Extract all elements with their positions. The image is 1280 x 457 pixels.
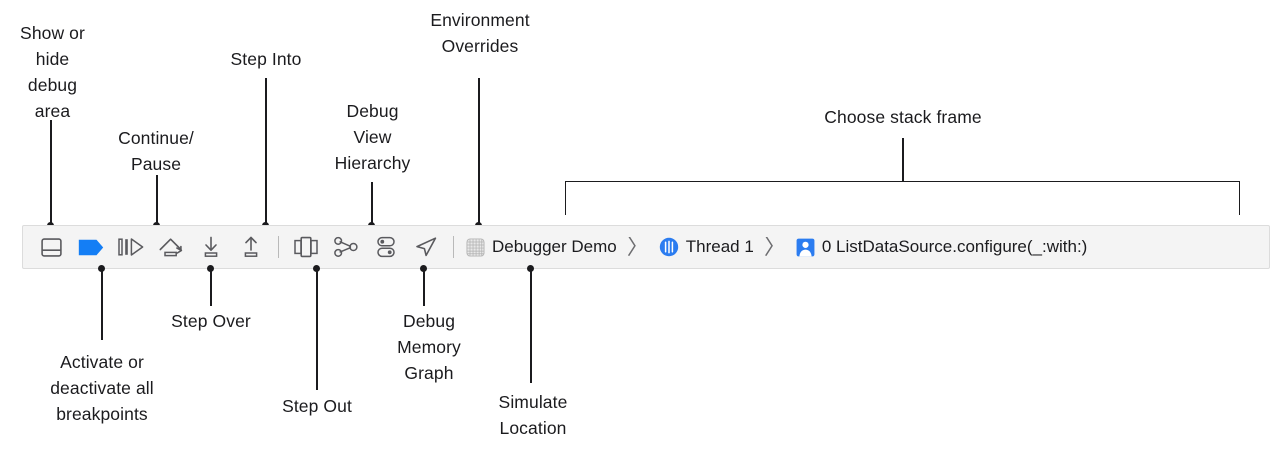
leader-debug-view-hierarchy [371, 182, 373, 226]
breadcrumb-item-stack-frame[interactable]: 0 ListDataSource.configure(_:with:) [793, 237, 1091, 257]
bracket-choose-stack-frame [565, 181, 1240, 215]
breakpoints-toggle-button[interactable] [71, 230, 111, 264]
debug-view-hierarchy-icon [294, 236, 318, 258]
breadcrumb-item-thread[interactable]: Thread 1 [656, 237, 757, 257]
continue-pause-button[interactable] [111, 230, 151, 264]
annotation-continue-pause: Continue/ Pause [118, 128, 194, 174]
show-hide-debug-area-icon [40, 237, 62, 257]
annotation-step-into: Step Into [230, 49, 302, 69]
leader-continue-pause [156, 175, 158, 226]
step-out-button[interactable] [231, 230, 271, 264]
annotation-step-out: Step Out [282, 396, 352, 416]
breadcrumb-label-thread: Thread 1 [685, 237, 754, 256]
stack-frame-icon [796, 238, 815, 256]
simulate-location-icon [416, 237, 437, 257]
toolbar-separator-1 [278, 236, 279, 258]
breadcrumb-chevron-1: 〉 [626, 237, 649, 257]
breadcrumb-label-stack-frame: 0 ListDataSource.configure(_:with:) [821, 237, 1088, 256]
stack-frame-breadcrumb[interactable]: Debugger Demo 〉 Thread 1 〉 [463, 237, 1090, 257]
breadcrumb-chevron-2: 〉 [763, 237, 786, 257]
leader-activate-breakpoints [101, 268, 103, 340]
leader-environment-overrides [478, 78, 480, 226]
show-hide-debug-area-button[interactable] [31, 230, 71, 264]
simulate-location-button[interactable] [406, 230, 446, 264]
annotation-activate-deactivate-breakpoints: Activate or deactivate all breakpoints [50, 352, 154, 424]
step-into-icon [204, 236, 218, 257]
debug-view-hierarchy-button[interactable] [286, 230, 326, 264]
debug-toolbar: Debugger Demo 〉 Thread 1 〉 [22, 225, 1270, 269]
thread-icon [659, 237, 678, 257]
debug-memory-graph-icon [334, 236, 358, 257]
continue-pause-icon [118, 238, 144, 256]
leader-step-into [265, 78, 267, 226]
annotation-debug-view-hierarchy: Debug View Hierarchy [334, 101, 411, 173]
process-icon [466, 237, 485, 257]
leader-step-over [210, 268, 212, 306]
step-over-icon [159, 238, 183, 257]
step-out-icon [244, 236, 258, 257]
annotation-show-hide-debug-area: Show or hide debug area [20, 23, 85, 121]
annotation-debug-memory-graph: Debug Memory Graph [397, 311, 461, 383]
breadcrumb-item-process[interactable]: Debugger Demo [463, 237, 620, 257]
toolbar-separator-2 [453, 236, 454, 258]
leader-simulate-location [530, 268, 532, 383]
annotation-step-over: Step Over [171, 311, 251, 331]
annotation-choose-stack-frame: Choose stack frame [824, 107, 982, 127]
debug-memory-graph-button[interactable] [326, 230, 366, 264]
annotation-simulate-location: Simulate Location [498, 392, 568, 438]
bracket-stem-choose-stack-frame [902, 138, 904, 182]
environment-overrides-icon [377, 236, 395, 258]
step-into-button[interactable] [191, 230, 231, 264]
step-over-button[interactable] [151, 230, 191, 264]
breadcrumb-label-process: Debugger Demo [492, 237, 617, 256]
leader-debug-memory-graph [423, 268, 425, 306]
breakpoint-icon [78, 239, 104, 255]
leader-show-hide-debug-area [50, 120, 52, 226]
leader-step-out [316, 268, 318, 390]
environment-overrides-button[interactable] [366, 230, 406, 264]
annotation-environment-overrides: Environment Overrides [430, 10, 530, 56]
